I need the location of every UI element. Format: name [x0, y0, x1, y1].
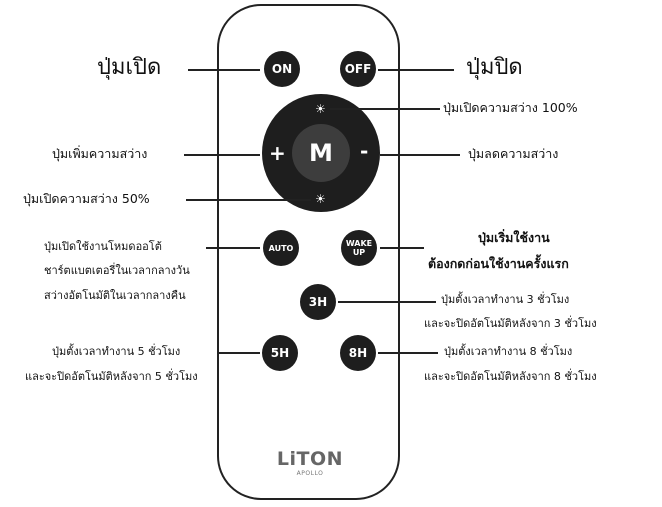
label-wake-1: ปุ่มเริ่มใช้งาน [478, 230, 550, 245]
off-button[interactable]: OFF [340, 51, 376, 87]
leader-3h [338, 301, 436, 303]
label-auto-2: ชาร์ตแบตเตอรี่ในเวลากลางวัน [44, 264, 190, 277]
label-on: ปุ่มเปิด [97, 55, 162, 80]
increase-brightness-button[interactable]: + [269, 141, 286, 165]
decrease-brightness-button[interactable]: - [360, 139, 369, 163]
sun-half-icon[interactable]: ☀ [315, 192, 326, 206]
auto-button[interactable]: AUTO [263, 230, 299, 266]
brand-sub: APOLLO [296, 470, 324, 477]
leader-5h [218, 352, 260, 354]
label-3h-2: และจะปิดอัตโนมัติหลังจาก 3 ชั่วโมง [424, 317, 597, 330]
sun-icon[interactable]: ☀ [315, 102, 326, 116]
label-wake-2: ต้องกดก่อนใช้งานครั้งแรก [428, 256, 569, 271]
label-off: ปุ่มปิด [466, 55, 523, 80]
mode-button[interactable]: M [292, 124, 350, 182]
wake-label-line1: WAKE [345, 239, 373, 248]
leader-plus [184, 154, 260, 156]
label-5h-2: และจะปิดอัตโนมัติหลังจาก 5 ชั่วโมง [25, 370, 198, 383]
label-auto-1: ปุ่มเปิดใช้งานโหมดออโต้ [44, 240, 162, 253]
leader-auto [206, 247, 260, 249]
on-button[interactable]: ON [264, 51, 300, 87]
label-bright-100: ปุ่มเปิดความสว่าง 100% [443, 100, 578, 115]
label-bright-50: ปุ่มเปิดความสว่าง 50% [23, 191, 150, 206]
timer-3h-button[interactable]: 3H [300, 284, 336, 320]
leader-8h [378, 352, 438, 354]
label-5h-1: ปุ่มตั้งเวลาทำงาน 5 ชั่วโมง [52, 345, 181, 358]
leader-off [378, 69, 454, 71]
label-increase: ปุ่มเพิ่มความสว่าง [52, 146, 148, 161]
wake-up-button[interactable]: WAKE UP [341, 230, 377, 266]
timer-8h-button[interactable]: 8H [340, 335, 376, 371]
leader-on [188, 69, 260, 71]
label-8h-2: และจะปิดอัตโนมัติหลังจาก 8 ชั่วโมง [424, 370, 597, 383]
leader-minus [380, 154, 460, 156]
brand-logo: LiTON [276, 448, 344, 470]
leader-50 [186, 199, 311, 201]
label-3h-1: ปุ่มตั้งเวลาทำงาน 3 ชั่วโมง [441, 293, 570, 306]
leader-100 [330, 108, 440, 110]
timer-5h-button[interactable]: 5H [262, 335, 298, 371]
leader-wake [380, 247, 424, 249]
label-8h-1: ปุ่มตั้งเวลาทำงาน 8 ชั่วโมง [444, 345, 573, 358]
label-auto-3: สว่างอัตโนมัติในเวลากลางคืน [44, 289, 186, 302]
label-decrease: ปุ่มลดความสว่าง [468, 146, 559, 161]
wake-label-line2: UP [352, 248, 366, 257]
